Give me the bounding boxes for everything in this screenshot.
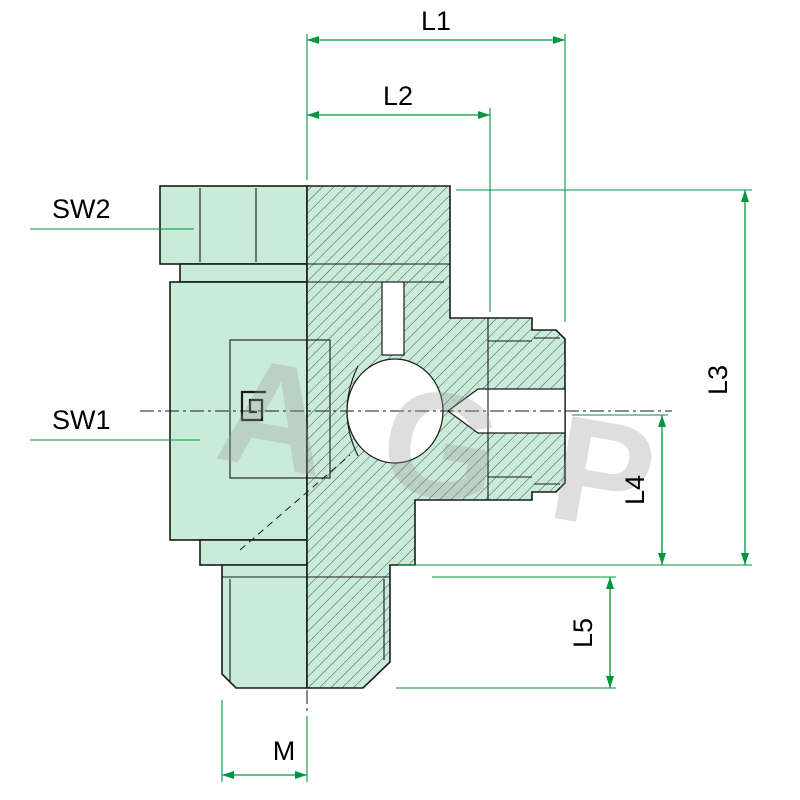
threaded-stem: [221, 564, 308, 689]
spiral-mark-icon: [240, 390, 266, 422]
hidden-passage-line: [239, 454, 351, 551]
dimension-l5-label: L5: [568, 618, 598, 648]
dimension-l3: L3: [398, 189, 752, 566]
dimension-l2: L2: [307, 81, 491, 312]
callout-sw2-label: SW2: [52, 194, 111, 224]
dimension-l1-label: L1: [421, 6, 451, 36]
marking-frame: [229, 339, 331, 479]
callout-sw2: SW2: [30, 194, 194, 230]
callout-sw1-label: SW1: [52, 405, 111, 435]
dimension-l4: L4: [572, 414, 668, 565]
dimension-l3-label: L3: [703, 365, 733, 395]
callout-sw1: SW1: [30, 405, 200, 441]
centerlines: [140, 410, 672, 712]
dimension-m-label: M: [273, 736, 296, 766]
bolt-clearance-gap: [381, 281, 405, 356]
washer: [179, 263, 308, 283]
dimension-l1: L1: [306, 6, 566, 322]
dimension-l2-label: L2: [383, 81, 413, 111]
dimension-l5: L5: [396, 576, 616, 689]
body-step: [199, 539, 308, 566]
dimension-l4-label: L4: [620, 475, 650, 505]
marking-window: [229, 339, 331, 479]
bolt-head-hex: [159, 185, 308, 265]
dimension-m: M: [221, 700, 308, 782]
